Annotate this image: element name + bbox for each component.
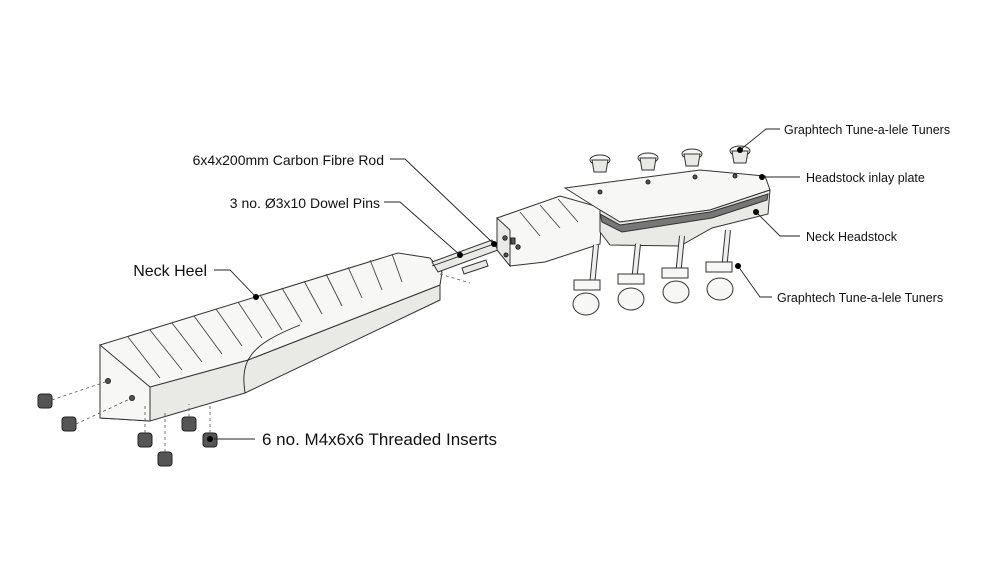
label-tuners-bottom: Graphtech Tune-a-lele Tuners	[777, 291, 943, 305]
leader-lines	[207, 128, 800, 442]
label-neck-headstock: Neck Headstock	[806, 230, 898, 244]
label-threaded-inserts: 6 no. M4x6x6 Threaded Inserts	[262, 430, 497, 449]
label-dowel-pins: 3 no. Ø3x10 Dowel Pins	[230, 195, 380, 211]
label-tuners-top: Graphtech Tune-a-lele Tuners	[784, 123, 950, 137]
carbon-rod-and-dowels	[431, 239, 499, 284]
label-headstock-inlay-plate: Headstock inlay plate	[806, 171, 925, 185]
neck-heel-part	[99, 252, 443, 422]
label-carbon-fibre-rod: 6x4x200mm Carbon Fibre Rod	[193, 152, 384, 168]
tuner-bushings-top	[589, 145, 751, 173]
tuners-bottom	[572, 229, 734, 316]
neck-headstock-part	[496, 169, 771, 268]
label-neck-heel: Neck Heel	[133, 263, 207, 280]
